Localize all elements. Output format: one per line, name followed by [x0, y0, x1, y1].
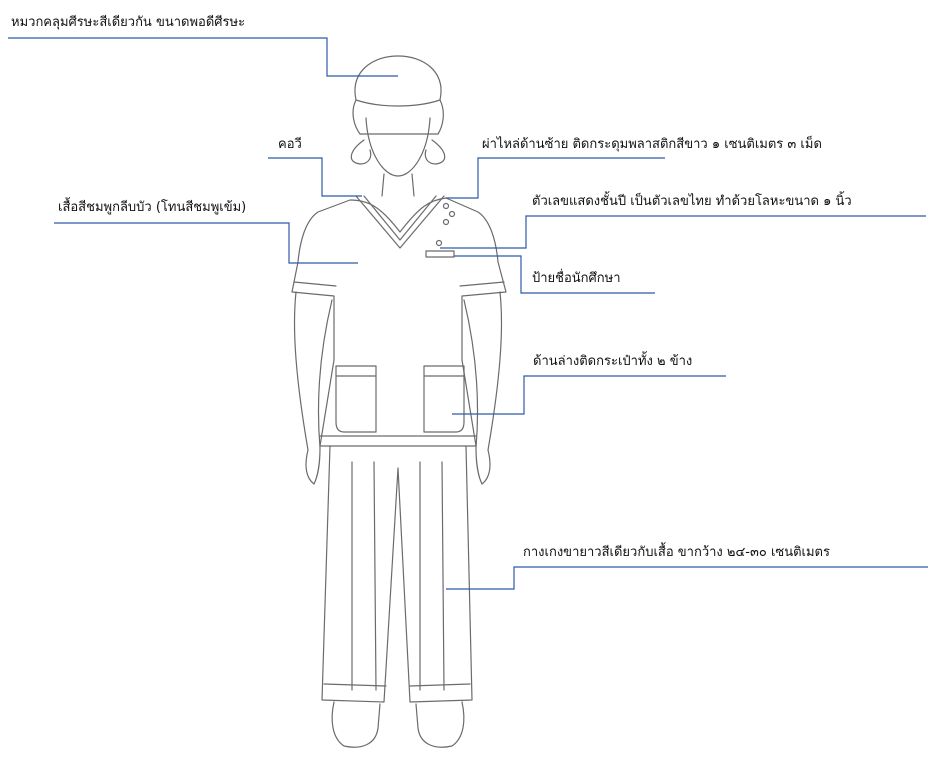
leader-cap — [8, 38, 398, 76]
shoe-left — [332, 702, 380, 747]
pocket-left — [336, 366, 376, 432]
pocket-right — [424, 366, 464, 432]
label-name-tag: ป้ายชื่อนักศึกษา — [532, 271, 621, 287]
face — [366, 118, 430, 176]
leader-shoulder — [446, 158, 665, 198]
label-pants: กางเกงขายาวสีเดียวกับเสื้อ ขากว้าง ๒๔-๓๐… — [523, 545, 830, 561]
label-shirt: เสื้อสีชมพูกลีบบัว (โทนสีชมพูเข้ม) — [58, 200, 246, 216]
cap-band — [356, 100, 440, 106]
sleeve-hem-left — [294, 282, 336, 286]
sleeve-hem-right — [460, 282, 504, 286]
pants-crease-right — [420, 462, 444, 690]
label-shoulder: ผ่าไหล่ด้านซ้าย ติดกระดุมพลาสติกสีขาว ๑ … — [482, 137, 822, 153]
shoe-right — [416, 702, 464, 747]
label-cap: หมวกคลุมศีรษะสีเดียวกัน ขนาดพอดีศีรษะ — [11, 15, 245, 31]
shoulder-button-1 — [444, 204, 449, 209]
pants-cuff-right — [410, 684, 470, 686]
arm-right — [464, 292, 502, 484]
cap-tie-right — [425, 140, 444, 164]
leader-year-number — [440, 216, 926, 248]
neck — [382, 174, 414, 196]
shoulder-button-2 — [450, 212, 455, 217]
year-number-pin — [437, 241, 442, 246]
arm-left — [295, 292, 333, 484]
cap-tie-left — [351, 140, 370, 164]
shoulder-button-3 — [444, 220, 449, 225]
shirt-outline — [292, 198, 506, 446]
pants-outline — [322, 446, 472, 702]
label-pockets: ด้านล่างติดกระเป๋าทั้ง ๒ ข้าง — [533, 354, 692, 370]
pants-cuff-left — [324, 684, 386, 686]
leader-shirt — [54, 223, 358, 263]
leader-pants — [446, 567, 928, 589]
leader-v-neck — [268, 158, 362, 196]
leader-pockets — [452, 376, 726, 414]
pants-crease-left — [352, 462, 376, 690]
label-v-neck: คอวี — [278, 137, 302, 153]
label-year-number: ตัวเลขแสดงชั้นปี เป็นตัวเลขไทย ทำด้วยโลห… — [532, 194, 852, 210]
name-tag-drawing — [426, 251, 454, 257]
